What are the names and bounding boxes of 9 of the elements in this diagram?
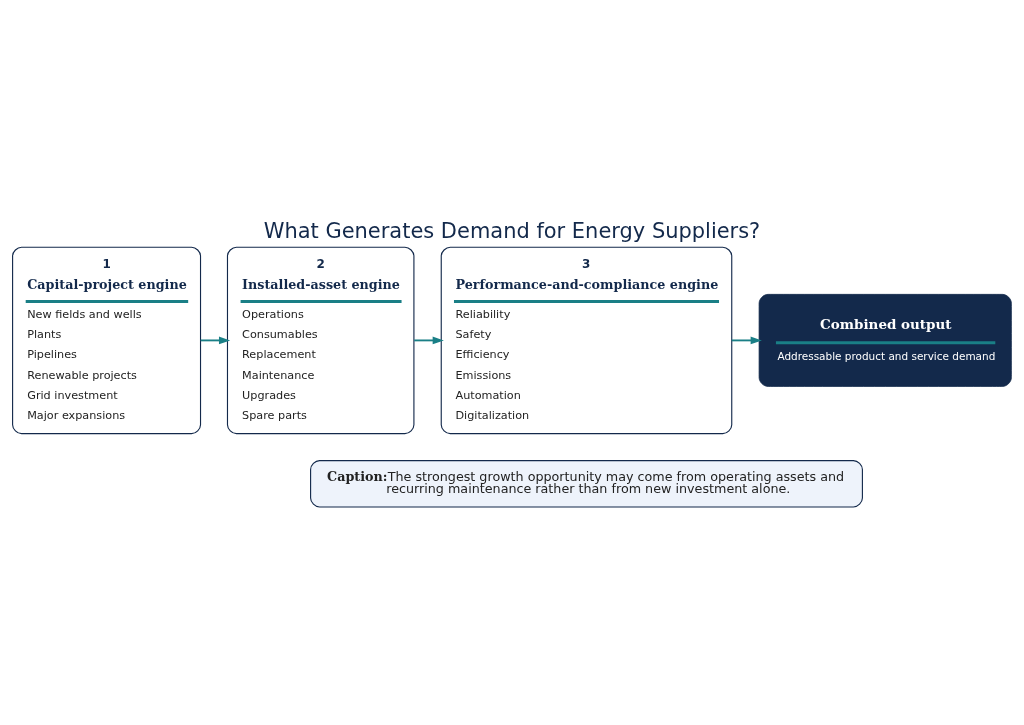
- node-box: 3 Performance-and-compliance engine Reliability Safety Efficiency Emissions Automation Digitalization: [440, 246, 733, 435]
- node-box: Combined output Addressable product and service demand: [758, 294, 1012, 387]
- arrow: [199, 336, 231, 345]
- node-box: 1 Capital-project engine New fields and wells Plants Pipelines Renewable projects Grid investment Major expansions: [12, 246, 202, 435]
- node-box: Caption:The strongest growth opportunity may come from operating assets and recurring maintenance rather than from new investment alone.: [310, 460, 863, 508]
- node-box: 2 Installed-asset engine Operations Consumables Replacement Maintenance Upgrades Spare parts: [226, 246, 415, 435]
- arrow: [730, 336, 762, 345]
- diagram-title: What Generates Demand for Energy Suppliers?: [263, 218, 761, 243]
- arrow: [413, 336, 444, 345]
